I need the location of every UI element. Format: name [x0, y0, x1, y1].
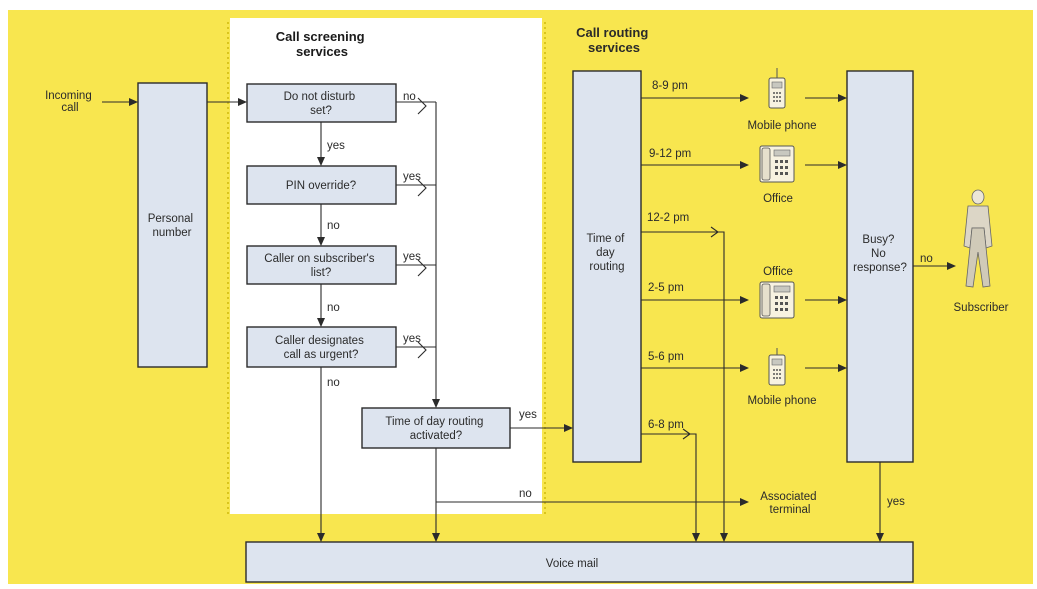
routing-header: Call routing services: [576, 25, 652, 55]
device-mobile-phone-2: Mobile phone: [747, 395, 816, 407]
slot-label-6: 6-8 pm: [648, 419, 684, 431]
edge-label-no-dnd: no: [403, 91, 416, 103]
desk-phone-icon: [759, 281, 795, 319]
busy-no-response-label: Busy? No response?: [853, 234, 907, 274]
edge-slot-3: [641, 231, 728, 542]
edge-label-yes-busy: yes: [887, 496, 905, 508]
tod-activated-label: Time of day routing activated?: [385, 416, 486, 442]
tod-activated-box: [361, 407, 511, 449]
voice-mail-box: [245, 541, 914, 583]
desk-phone-icon: [759, 145, 795, 183]
pin-override-box: [246, 165, 397, 205]
edge-label-no-tod: no: [519, 488, 532, 500]
slot-label-2: 9-12 pm: [649, 148, 691, 160]
chevron-3: [417, 259, 427, 277]
mobile-phone-icon: [768, 68, 786, 109]
associated-terminal-label: Associated terminal: [760, 491, 819, 516]
edge-label-yes-pin: yes: [403, 171, 421, 183]
edge-label-yes-list: yes: [403, 251, 421, 263]
edge-label-no-urgent: no: [327, 377, 340, 389]
edge-label-yes-tod: yes: [519, 409, 537, 421]
device-office-1: Office: [763, 193, 793, 205]
caller-urgent-box: [246, 326, 397, 368]
subscriber-label: Subscriber: [954, 302, 1009, 314]
do-not-disturb-box: [246, 83, 397, 123]
incoming-call-label: Incoming call: [45, 90, 95, 114]
caller-urgent-label: Caller designates call as urgent?: [275, 335, 367, 361]
chevron-4: [417, 341, 427, 359]
chevron-slot-3: [710, 226, 719, 238]
personal-number-label: Personal number: [148, 213, 197, 239]
edge-label-no-pin: no: [327, 220, 340, 232]
device-office-2: Office: [763, 266, 793, 278]
caller-on-list-box: [246, 245, 397, 285]
edge-slot-6: [641, 433, 700, 542]
caller-on-list-label: Caller on subscriber's list?: [264, 253, 377, 279]
device-mobile-phone-1: Mobile phone: [747, 120, 816, 132]
pin-override-label: PIN override?: [286, 180, 356, 192]
slot-label-5: 5-6 pm: [648, 351, 684, 363]
personal-number-box: [137, 82, 208, 368]
slot-label-3: 12-2 pm: [647, 212, 689, 224]
edge-label-no-list: no: [327, 302, 340, 314]
person-icon: [963, 189, 993, 288]
voice-mail-label: Voice mail: [546, 558, 598, 570]
mobile-phone-icon: [768, 348, 786, 386]
edge-label-yes-dnd: yes: [327, 140, 345, 152]
screening-header: Call screening services: [276, 29, 369, 59]
time-of-day-routing-box: [572, 70, 642, 463]
edge-label-yes-urgent: yes: [403, 333, 421, 345]
time-of-day-routing-label: Time of day routing: [586, 233, 627, 273]
do-not-disturb-label: Do not disturb set?: [284, 91, 359, 117]
slot-label-1: 8-9 pm: [652, 80, 688, 92]
chevron-slot-6: [682, 428, 691, 440]
edge-label-no-busy: no: [920, 253, 933, 265]
chevron-1: [417, 97, 427, 115]
chevron-2: [417, 179, 427, 197]
slot-label-4: 2-5 pm: [648, 282, 684, 294]
